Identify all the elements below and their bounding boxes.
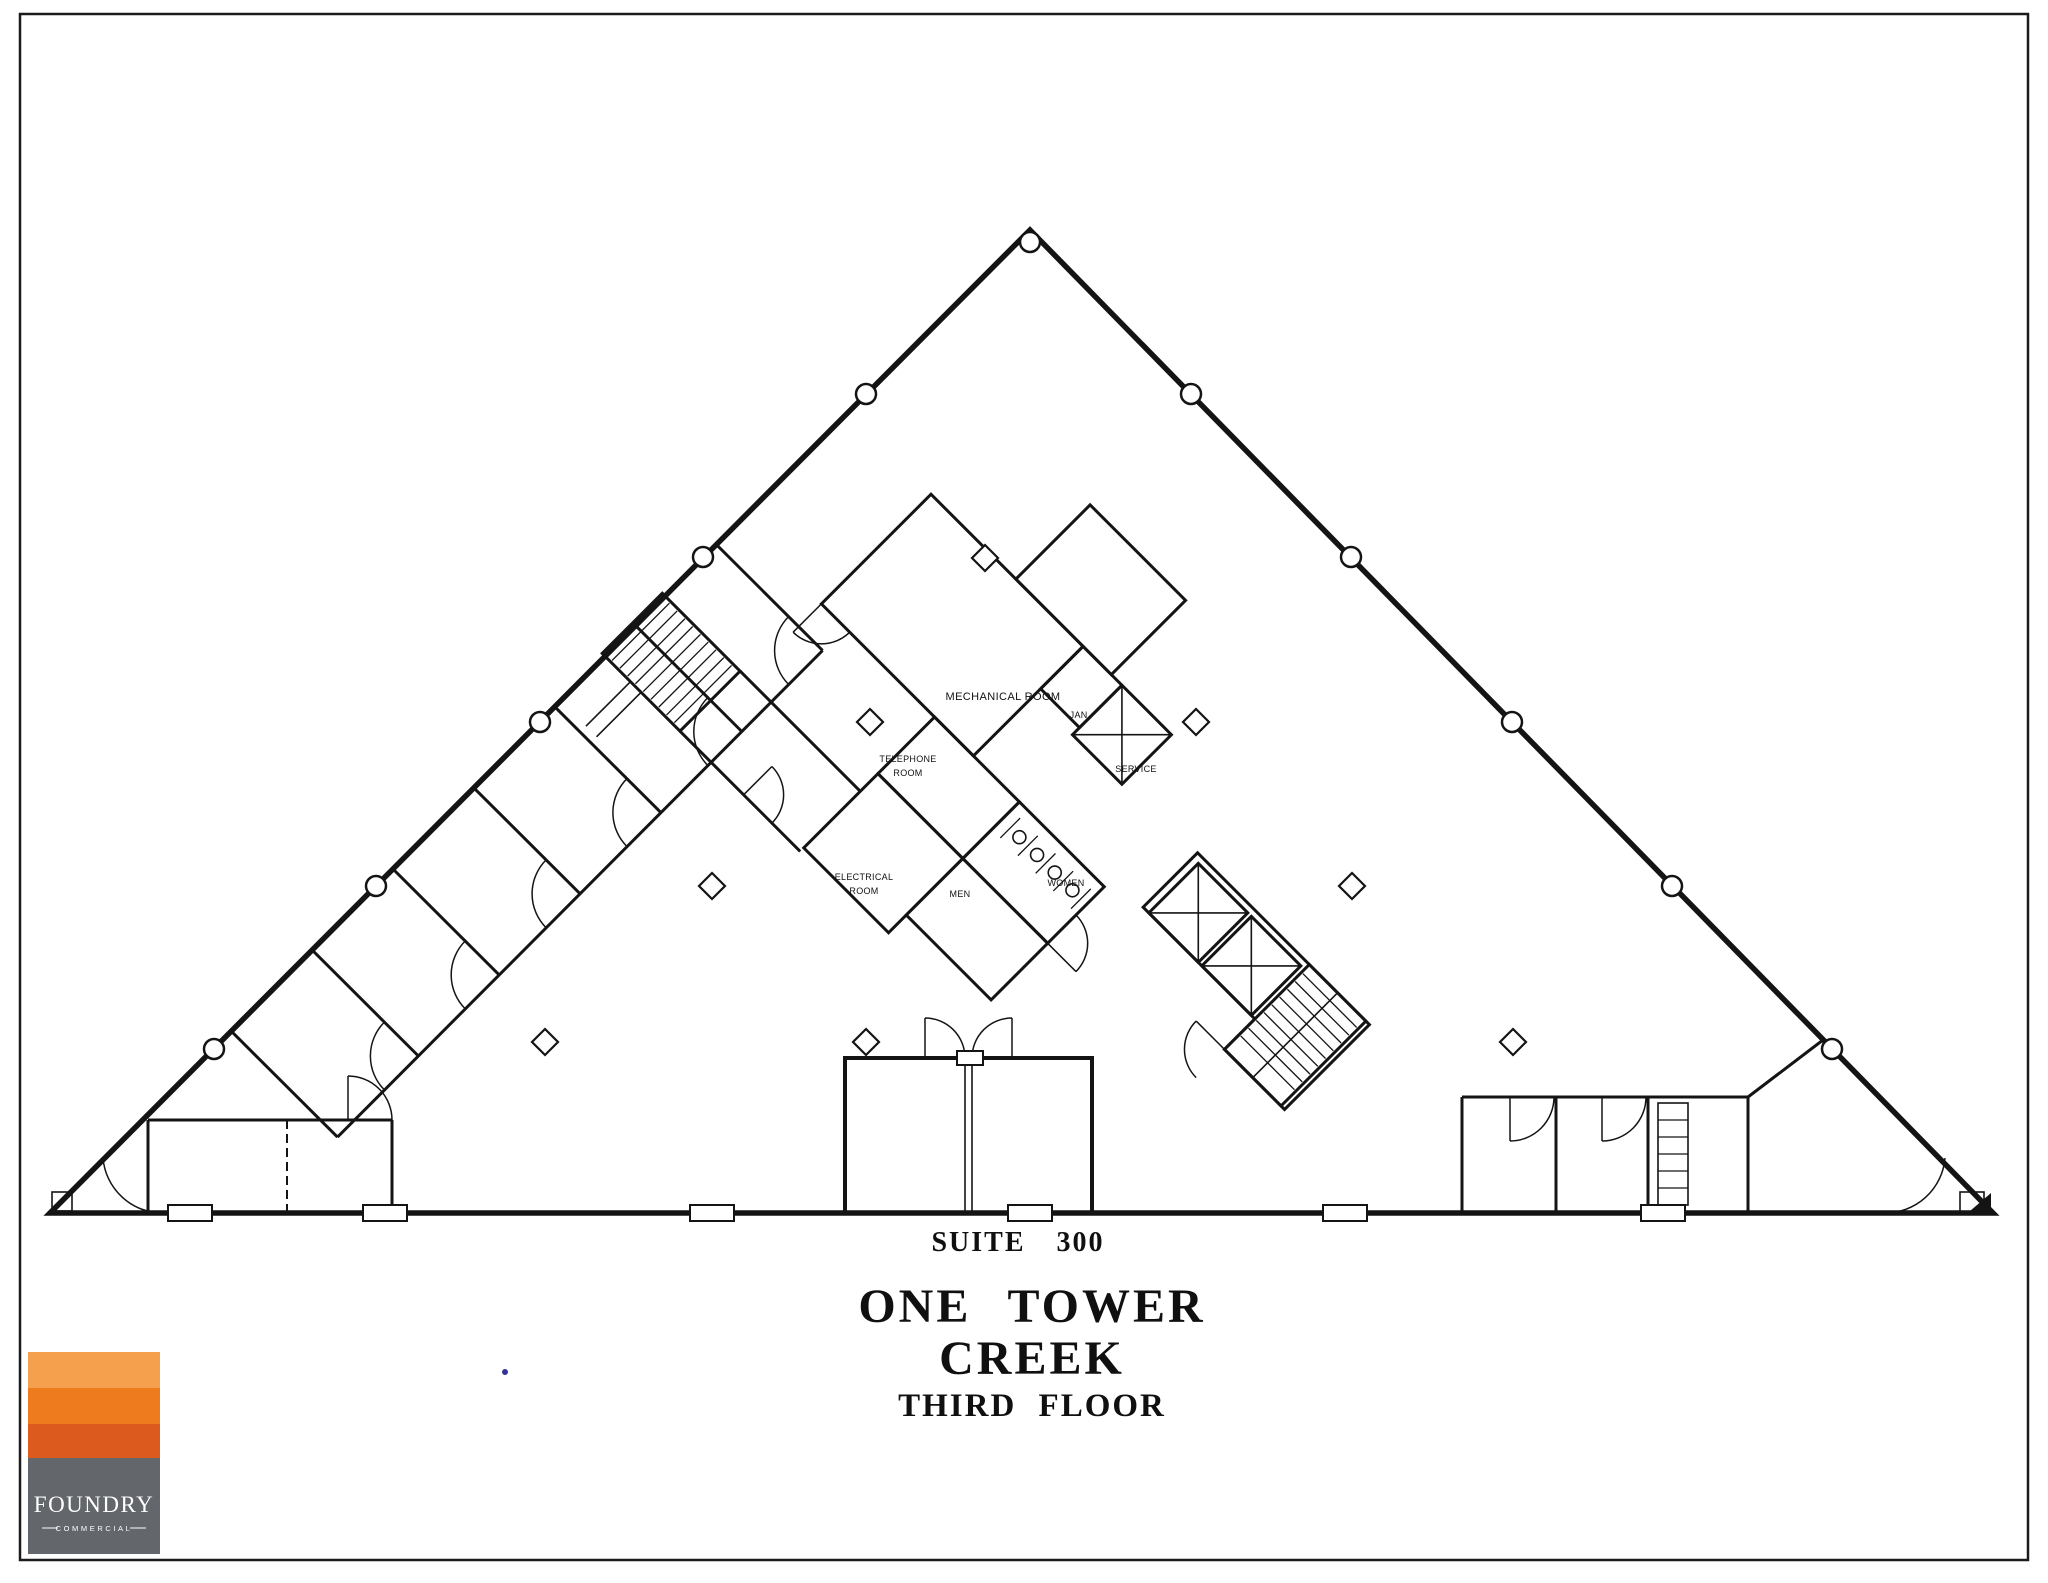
service-elevator-shaft: [1070, 683, 1174, 787]
office-door-arcs: [369, 616, 824, 1091]
perimeter-columns: [202, 230, 1844, 1061]
restroom-fixtures: [999, 817, 1092, 910]
logo-division-text: COMMERCIAL: [56, 1524, 133, 1533]
bottom-left-rooms: [102, 1075, 394, 1214]
logo-stripe-3: [28, 1424, 160, 1458]
stray-dot: [502, 1369, 508, 1375]
room-labels: MECHANICAL ROOM TELEPHONE ROOM ELECTRICA…: [835, 691, 1157, 899]
floor-label: THIRD FLOOR: [898, 1388, 1166, 1424]
core-stair: [1222, 962, 1368, 1109]
corner-detail-right: [1959, 1191, 1991, 1213]
shelving-fixture: [1657, 1102, 1689, 1206]
entry-vestibule: [843, 1017, 1094, 1215]
logo-panel: [28, 1458, 160, 1554]
building-core: [585, 492, 1372, 1112]
left-stair: [585, 591, 743, 738]
plan-titles: SUITE 300 ONE TOWER CREEK THIRD FLOOR: [858, 1227, 1205, 1424]
building-name-line1: ONE TOWER: [858, 1280, 1205, 1333]
mechanical-room-label: MECHANICAL ROOM: [946, 691, 1061, 703]
mechanical-room: [792, 492, 1188, 759]
left-office-band: [230, 543, 824, 1139]
mens-restroom-label: MEN: [950, 889, 971, 899]
service-elevator-label: SERVICE: [1115, 764, 1156, 774]
telephone-room-label-line1: TELEPHONE: [879, 754, 936, 764]
building-name-line2: CREEK: [939, 1332, 1125, 1385]
logo-stripe-1: [28, 1352, 160, 1388]
electrical-room-label-line2: ROOM: [849, 886, 878, 896]
telephone-room-label-line2: ROOM: [893, 768, 922, 778]
jan-closet-label: JAN.: [1070, 710, 1091, 720]
corner-detail-left: [51, 1191, 73, 1212]
suite-label: SUITE 300: [931, 1227, 1104, 1258]
foundry-logo: FOUNDRY COMMERCIAL: [28, 1352, 160, 1554]
interior-columns: [530, 543, 1528, 1057]
bottom-right-rooms: [1460, 1038, 1946, 1214]
electrical-room: [801, 771, 965, 935]
mens-restroom: [904, 856, 1089, 1002]
logo-brand-text: FOUNDRY: [34, 1492, 154, 1517]
electrical-room-label-line1: ELECTRICAL: [835, 872, 894, 882]
building-outline: [43, 226, 2000, 1216]
elevator-bank: [1141, 850, 1372, 1112]
baseline-details: [51, 1191, 1991, 1222]
womens-restroom: [960, 799, 1107, 946]
core-corridor: [678, 670, 862, 853]
page-border: [18, 12, 2030, 1562]
telephone-room: [875, 714, 1022, 861]
logo-stripe-2: [28, 1388, 160, 1424]
womens-restroom-label: WOMEN: [1048, 878, 1085, 888]
